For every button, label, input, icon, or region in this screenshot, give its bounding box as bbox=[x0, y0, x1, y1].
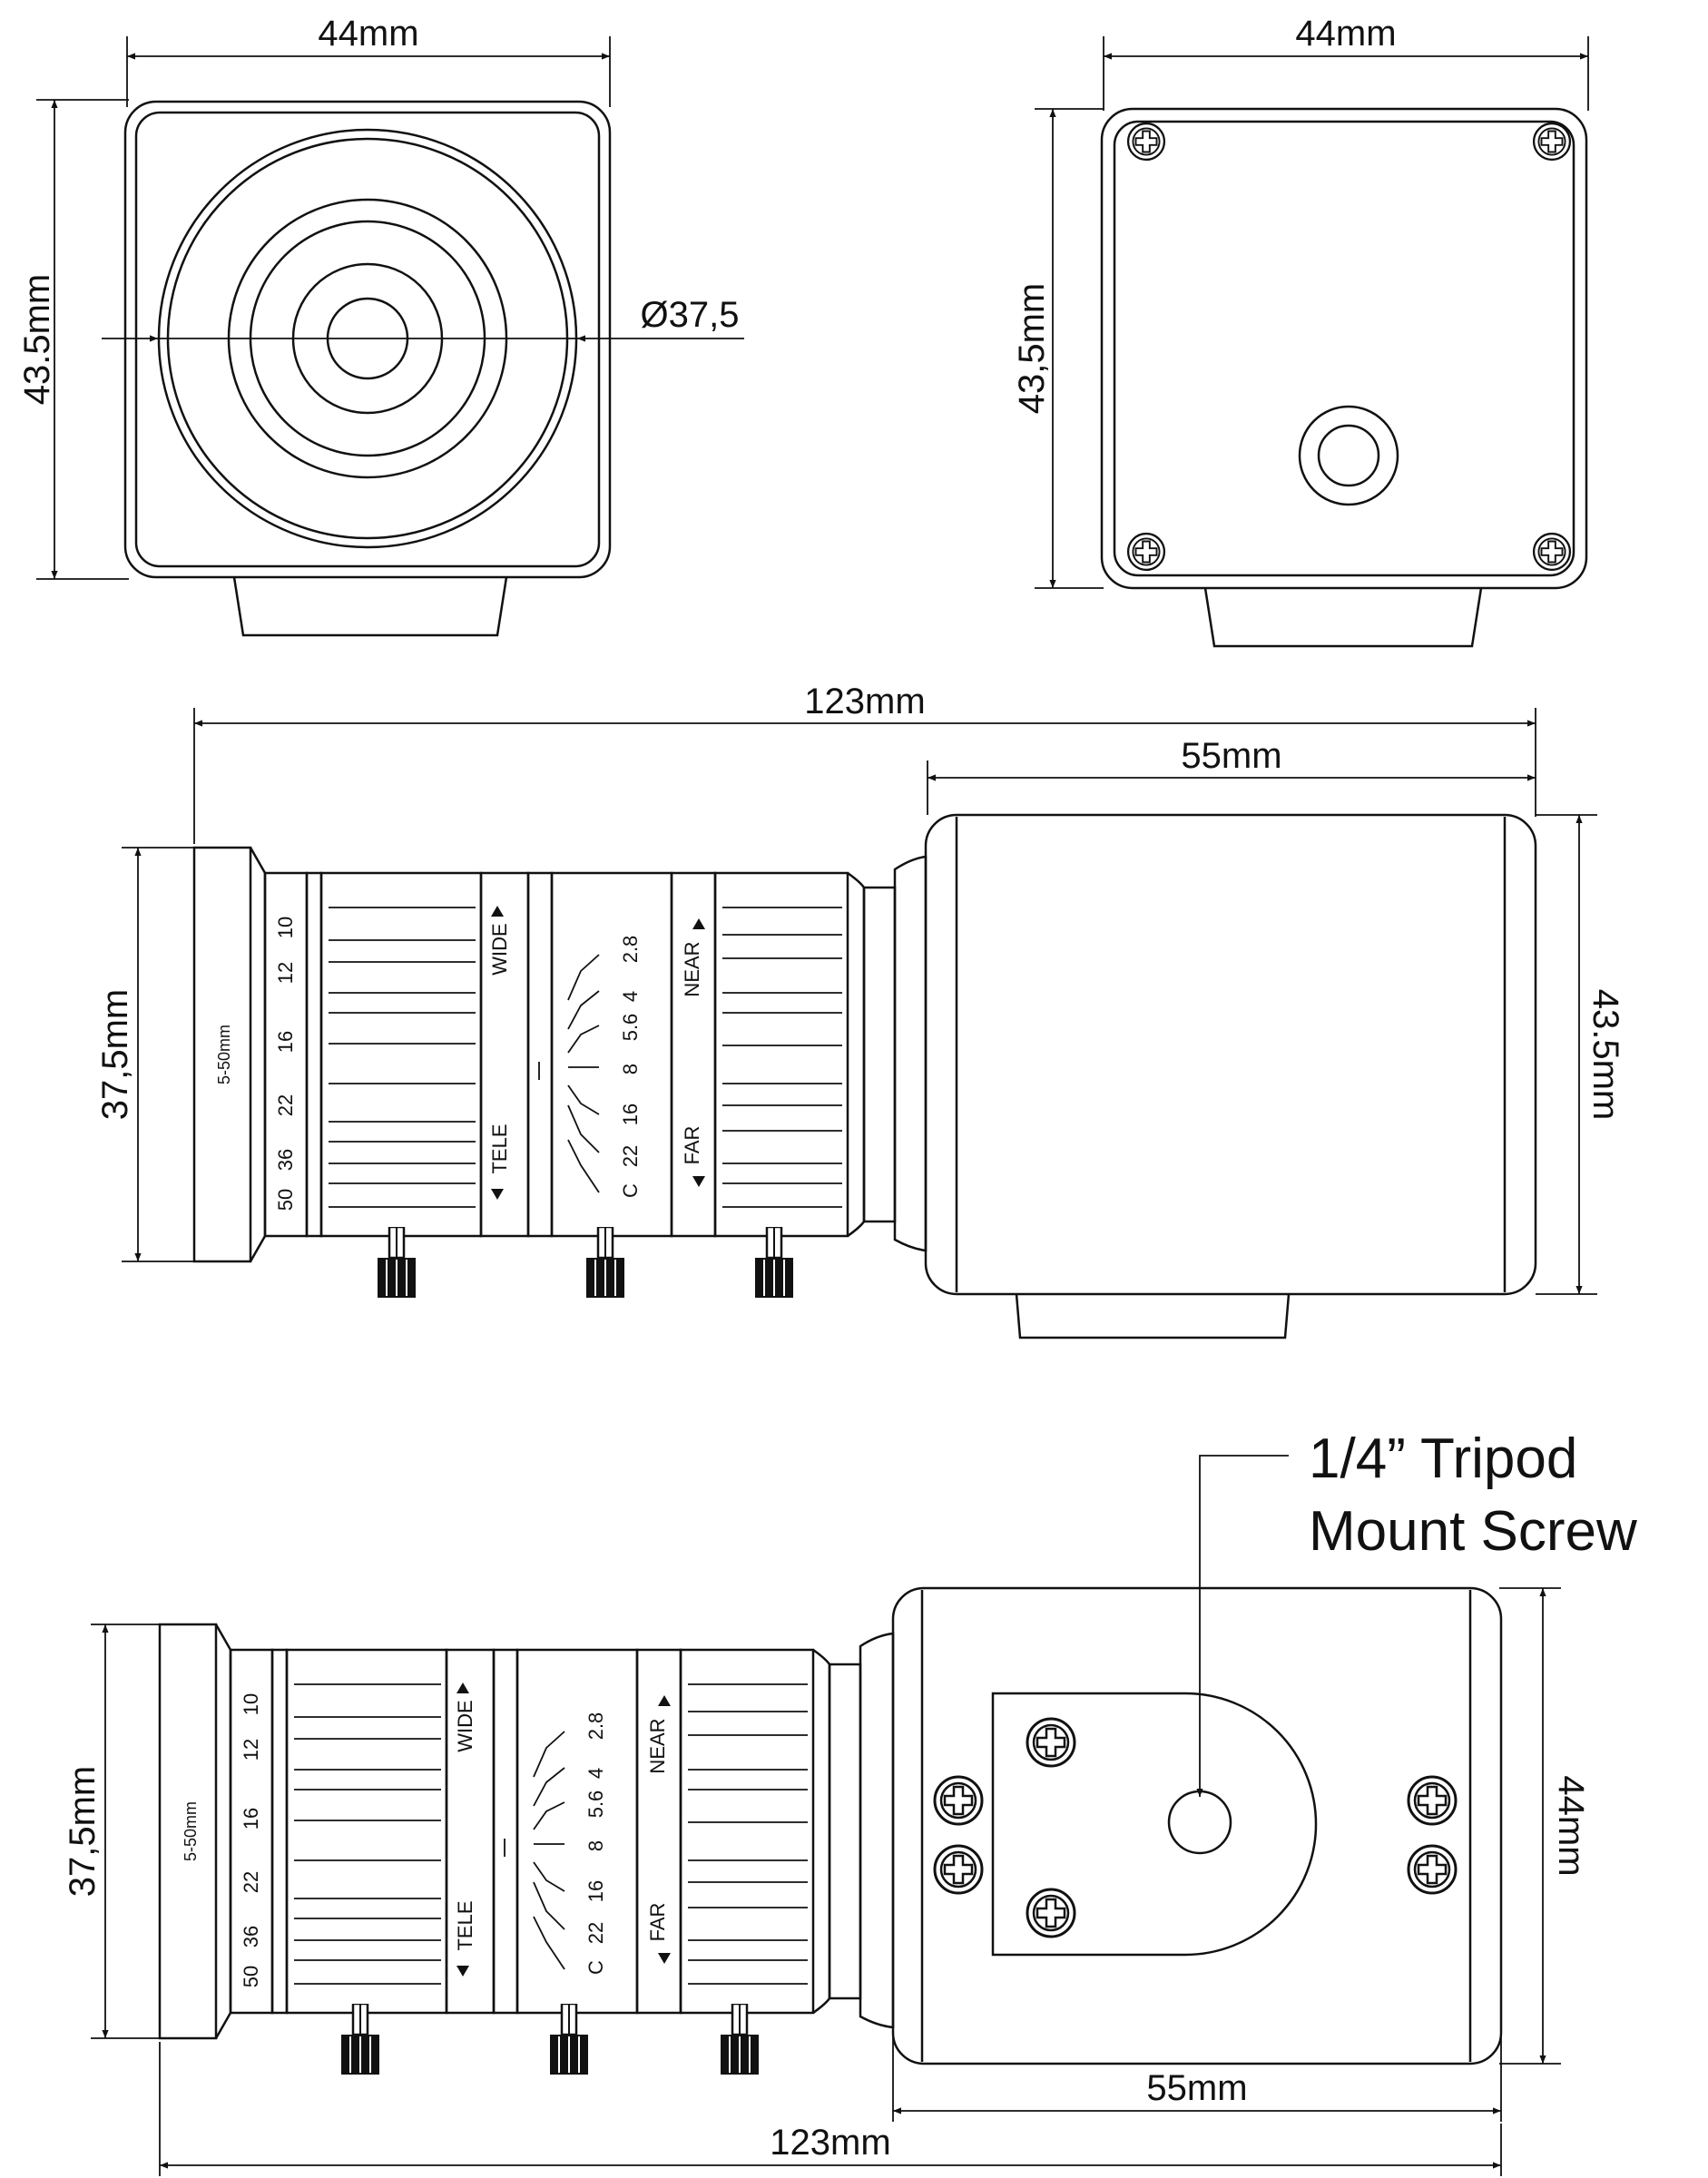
aperture-value: 5.6 bbox=[619, 1014, 642, 1042]
tripod-mount-plate bbox=[991, 1692, 1318, 1957]
back-corner-screw bbox=[1532, 532, 1572, 572]
bottom-iris-ring bbox=[515, 1648, 639, 2015]
back-width-label: 44mm bbox=[1295, 14, 1396, 54]
side-view: 123mm 55mm 37,5mm 43.5mm 5-50mm 10 12 16… bbox=[95, 682, 1625, 1339]
front-height-label: 43.5mm bbox=[17, 274, 57, 406]
bottom-lens-diameter-label: 37,5mm bbox=[63, 1766, 103, 1898]
zoom-ring bbox=[319, 871, 483, 1238]
bottom-body-length-label: 55mm bbox=[1146, 2068, 1247, 2108]
tele-label: TELE bbox=[488, 1123, 511, 1173]
aperture-value: C bbox=[619, 1183, 642, 1198]
lens-hood bbox=[192, 846, 252, 1263]
focus-ring bbox=[713, 871, 849, 1238]
aperture-value: 8 bbox=[619, 1064, 642, 1074]
zoom-lock-knob bbox=[339, 2004, 381, 2076]
body-screw bbox=[933, 1844, 984, 1895]
mount-plate-screw bbox=[1026, 1888, 1076, 1938]
front-body-outline bbox=[123, 100, 612, 579]
back-body-outline bbox=[1100, 107, 1588, 590]
focal-scale-value: 12 bbox=[274, 962, 297, 984]
body-screw bbox=[1407, 1775, 1458, 1826]
tripod-label-line1: 1/4” Tripod bbox=[1309, 1427, 1577, 1490]
focal-scale-value: 10 bbox=[274, 917, 297, 938]
iris-lock-knob bbox=[548, 2004, 590, 2076]
back-corner-screw bbox=[1126, 532, 1166, 572]
focus-lock-knob bbox=[753, 1227, 795, 1300]
focal-scale-value: 22 bbox=[240, 1871, 262, 1893]
aperture-value: 2.8 bbox=[619, 936, 642, 964]
mount-plate-screw bbox=[1026, 1717, 1076, 1768]
focal-scale-value: 10 bbox=[240, 1693, 262, 1715]
far-label: FAR bbox=[681, 1126, 703, 1165]
bottom-view: 1/4” Tripod Mount Screw 37,5mm 44mm 55mm… bbox=[63, 1427, 1637, 2176]
near-label: NEAR bbox=[681, 941, 703, 996]
bottom-camera-body bbox=[891, 1586, 1503, 2065]
focal-scale-value: 36 bbox=[240, 1926, 262, 1947]
back-corner-screw bbox=[1532, 122, 1572, 162]
body-screw bbox=[1407, 1844, 1458, 1895]
focus-lock-knob bbox=[719, 2004, 761, 2076]
lens-diameter-label: Ø37,5 bbox=[641, 295, 740, 335]
focal-scale-value: 50 bbox=[274, 1189, 297, 1211]
focal-scale-value: 16 bbox=[240, 1808, 262, 1830]
back-height-label: 43,5mm bbox=[1012, 283, 1052, 415]
focal-scale-value: 50 bbox=[240, 1966, 262, 1987]
aperture-value: 22 bbox=[619, 1145, 642, 1167]
tripod-screw-hole bbox=[1167, 1790, 1232, 1855]
side-body-length-label: 55mm bbox=[1181, 736, 1281, 776]
wide-label: WIDE bbox=[454, 1700, 476, 1751]
bottom-focus-ring bbox=[679, 1648, 815, 2015]
iris-lock-knob bbox=[584, 1227, 626, 1300]
side-total-length-label: 123mm bbox=[804, 682, 925, 721]
bottom-zoom-ring bbox=[285, 1648, 448, 2015]
focal-scale-value: 12 bbox=[240, 1739, 262, 1761]
bottom-body-height-label: 44mm bbox=[1551, 1775, 1591, 1876]
aperture-value: 5.6 bbox=[584, 1790, 607, 1819]
iris-ring bbox=[550, 871, 673, 1238]
bottom-total-length-label: 123mm bbox=[770, 2123, 890, 2163]
aperture-value: 4 bbox=[584, 1768, 607, 1779]
back-corner-screw bbox=[1126, 122, 1166, 162]
aperture-value: 16 bbox=[619, 1104, 642, 1125]
aperture-value: 2.8 bbox=[584, 1712, 607, 1741]
tripod-label-line2: Mount Screw bbox=[1309, 1500, 1637, 1563]
far-label: FAR bbox=[646, 1903, 669, 1942]
aperture-value: 4 bbox=[619, 991, 642, 1002]
aperture-value: C bbox=[584, 1960, 607, 1975]
focal-scale-value: 22 bbox=[274, 1094, 297, 1116]
aperture-value: 8 bbox=[584, 1840, 607, 1851]
wide-label: WIDE bbox=[488, 923, 511, 975]
back-view: 44mm 43,5mm bbox=[1012, 14, 1589, 648]
lens-model-label: 5-50mm bbox=[215, 1025, 233, 1084]
side-body-height-label: 43.5mm bbox=[1585, 989, 1625, 1121]
tripod-leader-line bbox=[1196, 1455, 1289, 1797]
front-width-label: 44mm bbox=[318, 14, 418, 54]
aperture-value: 16 bbox=[584, 1880, 607, 1902]
tele-label: TELE bbox=[454, 1900, 476, 1950]
bottom-lens-model-label: 5-50mm bbox=[182, 1801, 200, 1861]
body-screw bbox=[933, 1775, 984, 1826]
front-view: 44mm 43.5mm Ø37,5 bbox=[17, 14, 744, 637]
side-lens-diameter-label: 37,5mm bbox=[95, 989, 135, 1121]
near-label: NEAR bbox=[646, 1718, 669, 1773]
zoom-lock-knob bbox=[376, 1227, 417, 1300]
aperture-value: 22 bbox=[584, 1922, 607, 1944]
focal-scale-value: 16 bbox=[274, 1031, 297, 1053]
side-camera-body bbox=[924, 813, 1537, 1296]
focal-scale-value: 36 bbox=[274, 1149, 297, 1171]
back-connector bbox=[1298, 405, 1399, 506]
bottom-lens-hood bbox=[158, 1623, 218, 2040]
